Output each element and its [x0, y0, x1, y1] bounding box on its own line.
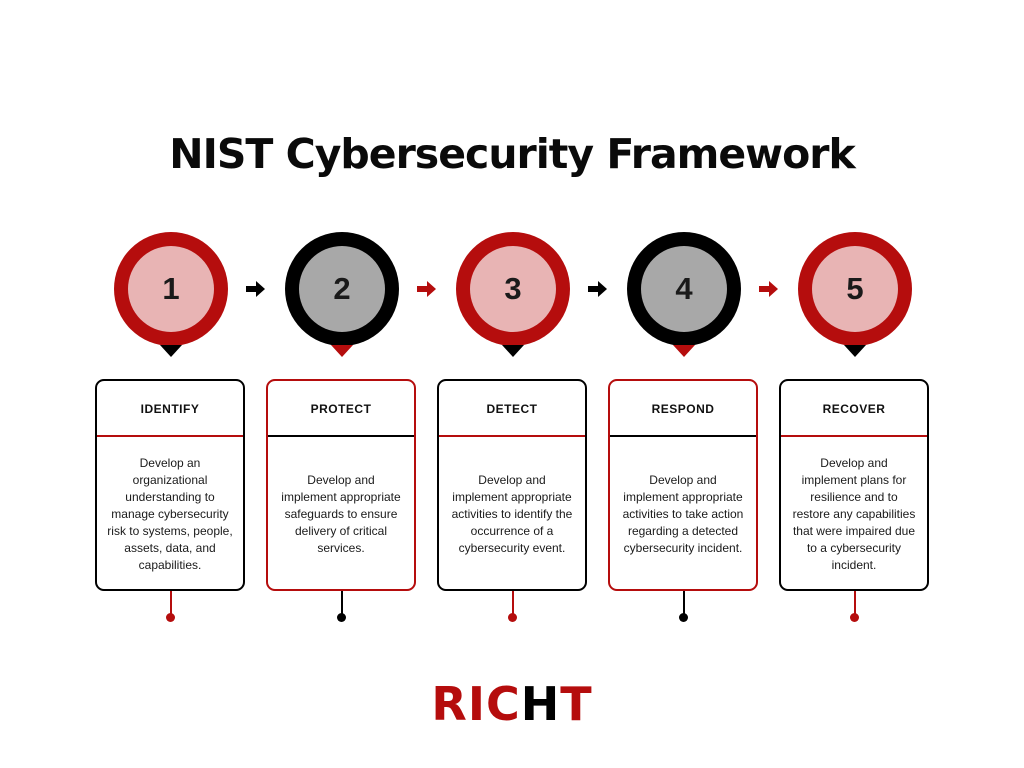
- step-card: IDENTIFY Develop an organizational under…: [95, 379, 245, 591]
- connector-dot: [337, 613, 346, 622]
- step-number-ring: 1: [114, 232, 228, 346]
- step-protect: 2 PROTECT Develop and implement appropri…: [266, 0, 418, 768]
- step-name: RECOVER: [822, 402, 886, 416]
- pointer-triangle: [160, 345, 182, 357]
- pointer-triangle: [673, 345, 695, 357]
- card-divider: [439, 435, 585, 437]
- arrow-shaft: [759, 286, 770, 292]
- connector-stem: [683, 591, 685, 615]
- arrow-head: [769, 281, 778, 297]
- step-identify: 1 IDENTIFY Develop an organizational und…: [95, 0, 247, 768]
- step-name: RESPOND: [651, 402, 715, 416]
- step-number: 2: [299, 246, 385, 332]
- step-number: 5: [812, 246, 898, 332]
- step-card: RECOVER Develop and implement plans for …: [779, 379, 929, 591]
- step-number: 4: [641, 246, 727, 332]
- arrow-shaft: [246, 286, 257, 292]
- step-recover: 5 RECOVER Develop and implement plans fo…: [779, 0, 931, 768]
- connector-dot: [166, 613, 175, 622]
- arrow-shaft: [417, 286, 428, 292]
- arrow-right-icon: [417, 281, 437, 297]
- connector-stem: [512, 591, 514, 615]
- connector-stem: [341, 591, 343, 615]
- connector-dot: [679, 613, 688, 622]
- arrow-right-icon: [588, 281, 608, 297]
- step-number-ring: 4: [627, 232, 741, 346]
- step-description: Develop and implement appropriate activi…: [451, 472, 573, 555]
- step-name: DETECT: [486, 402, 538, 416]
- logo-part: H: [520, 677, 561, 731]
- connector-dot: [508, 613, 517, 622]
- card-divider: [781, 435, 927, 437]
- logo-part: RIC: [431, 677, 521, 731]
- step-name: IDENTIFY: [140, 402, 200, 416]
- step-description: Develop an organizational understanding …: [107, 455, 233, 572]
- step-number: 3: [470, 246, 556, 332]
- arrow-head: [427, 281, 436, 297]
- diagram-title: NIST Cybersecurity Framework: [169, 130, 855, 178]
- step-detect: 3 DETECT Develop and implement appropria…: [437, 0, 589, 768]
- step-card: PROTECT Develop and implement appropriat…: [266, 379, 416, 591]
- connector-stem: [170, 591, 172, 615]
- arrow-right-icon: [246, 281, 266, 297]
- step-description: Develop and implement plans for resilien…: [792, 455, 916, 572]
- connector-dot: [850, 613, 859, 622]
- step-number: 1: [128, 246, 214, 332]
- step-respond: 4 RESPOND Develop and implement appropri…: [608, 0, 760, 768]
- logo-part: T: [560, 677, 593, 731]
- richt-logo: RICHT: [0, 676, 1024, 732]
- step-card: RESPOND Develop and implement appropriat…: [608, 379, 758, 591]
- card-divider: [97, 435, 243, 437]
- connector-stem: [854, 591, 856, 615]
- step-description: Develop and implement appropriate activi…: [622, 472, 744, 555]
- pointer-triangle: [844, 345, 866, 357]
- arrow-head: [256, 281, 265, 297]
- step-number-ring: 2: [285, 232, 399, 346]
- card-divider: [268, 435, 414, 437]
- pointer-triangle: [331, 345, 353, 357]
- step-name: PROTECT: [310, 402, 372, 416]
- pointer-triangle: [502, 345, 524, 357]
- arrow-head: [598, 281, 607, 297]
- arrow-shaft: [588, 286, 599, 292]
- card-divider: [610, 435, 756, 437]
- step-description: Develop and implement appropriate safegu…: [281, 472, 401, 555]
- step-number-ring: 3: [456, 232, 570, 346]
- arrow-right-icon: [759, 281, 779, 297]
- step-card: DETECT Develop and implement appropriate…: [437, 379, 587, 591]
- step-number-ring: 5: [798, 232, 912, 346]
